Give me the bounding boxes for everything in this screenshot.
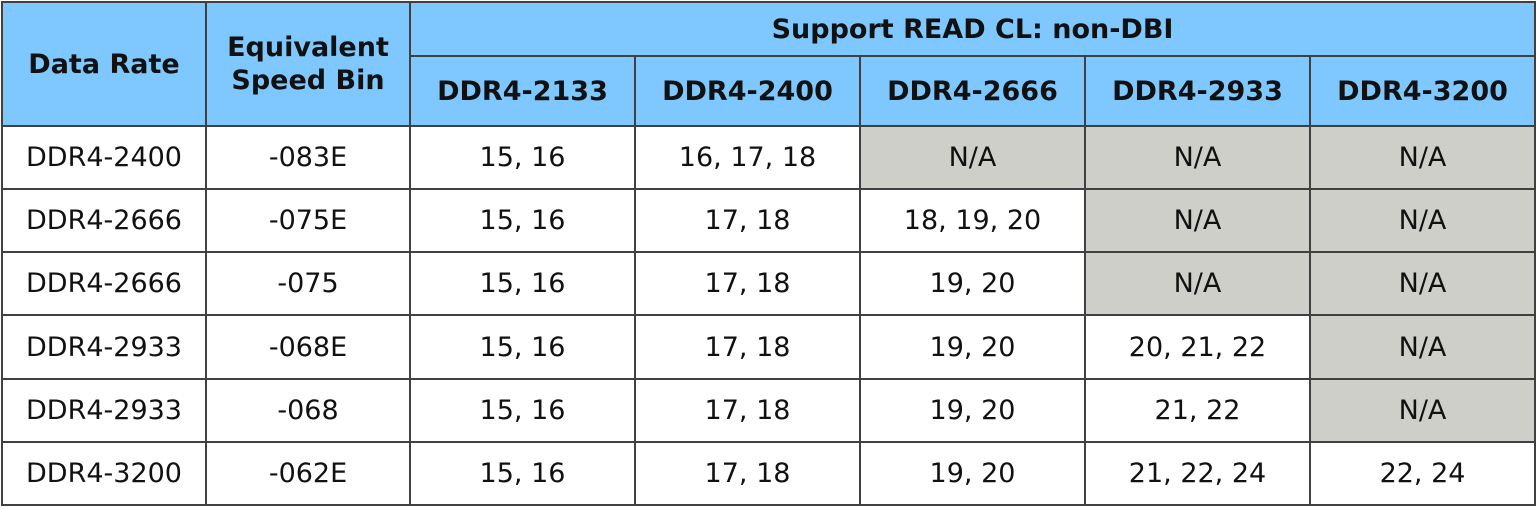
header-speed-bin-line2: Speed Bin	[231, 65, 385, 96]
header-speed-bin-line1: Equivalent	[227, 32, 389, 63]
cell-speed-bin: -068E	[205, 314, 411, 380]
cell-na: N/A	[1084, 251, 1311, 317]
header-col-ddr4-3200: DDR4-3200	[1308, 55, 1536, 127]
cell-data-rate: DDR4-2666	[1, 188, 207, 254]
cell-cl: 15, 16	[409, 188, 636, 254]
cell-cl: 17, 18	[634, 251, 861, 317]
cell-cl: 17, 18	[634, 440, 861, 507]
cell-cl: 21, 22, 24	[1084, 440, 1311, 507]
cell-na: N/A	[1084, 124, 1311, 191]
cell-na: N/A	[1308, 124, 1536, 191]
cell-cl: 17, 18	[634, 188, 861, 254]
table-row: DDR4-2933 -068E 15, 16 17, 18 19, 20 20,…	[1, 314, 1536, 380]
cell-cl: 17, 18	[634, 377, 861, 443]
header-col-ddr4-2400: DDR4-2400	[634, 55, 861, 127]
cell-speed-bin: -083E	[205, 124, 411, 191]
cell-cl: 15, 16	[409, 314, 636, 380]
cell-cl: 15, 16	[409, 377, 636, 443]
cell-cl: 19, 20	[859, 314, 1086, 380]
cell-na: N/A	[1084, 188, 1311, 254]
cell-cl: 19, 20	[859, 251, 1086, 317]
cell-cl: 21, 22	[1084, 377, 1311, 443]
cell-cl: 18, 19, 20	[859, 188, 1086, 254]
cell-na: N/A	[859, 124, 1086, 191]
cell-na: N/A	[1308, 377, 1536, 443]
table-row: DDR4-2666 -075 15, 16 17, 18 19, 20 N/A …	[1, 251, 1536, 317]
cell-speed-bin: -075	[205, 251, 411, 317]
cell-cl: 17, 18	[634, 314, 861, 380]
cell-cl: 19, 20	[859, 377, 1086, 443]
table-row: DDR4-2666 -075E 15, 16 17, 18 18, 19, 20…	[1, 188, 1536, 254]
header-col-ddr4-2133: DDR4-2133	[409, 55, 636, 127]
cell-na: N/A	[1308, 314, 1536, 380]
header-row-1: Data Rate Equivalent Speed Bin Support R…	[1, 1, 1536, 127]
cell-data-rate: DDR4-2933	[1, 377, 207, 443]
cell-data-rate: DDR4-2933	[1, 314, 207, 380]
cell-data-rate: DDR4-3200	[1, 440, 207, 507]
cell-na: N/A	[1308, 251, 1536, 317]
cell-data-rate: DDR4-2400	[1, 124, 207, 191]
cell-na: N/A	[1308, 188, 1536, 254]
header-speed-bin: Equivalent Speed Bin	[205, 1, 411, 127]
header-col-ddr4-2666: DDR4-2666	[859, 55, 1086, 127]
cell-cl: 15, 16	[409, 440, 636, 507]
cell-speed-bin: -068	[205, 377, 411, 443]
cell-cl: 15, 16	[409, 124, 636, 191]
table-row: DDR4-2933 -068 15, 16 17, 18 19, 20 21, …	[1, 377, 1536, 443]
table-row: DDR4-2400 -083E 15, 16 16, 17, 18 N/A N/…	[1, 124, 1536, 191]
cell-data-rate: DDR4-2666	[1, 251, 207, 317]
header-support-read-cl: Support READ CL: non-DBI	[408, 1, 1536, 57]
cell-cl: 20, 21, 22	[1084, 314, 1311, 380]
cell-speed-bin: -075E	[205, 188, 411, 254]
cell-cl: 19, 20	[859, 440, 1086, 507]
cell-cl: 22, 24	[1308, 440, 1536, 507]
cell-cl: 15, 16	[409, 251, 636, 317]
header-col-ddr4-2933: DDR4-2933	[1084, 55, 1311, 127]
header-row-2: DDR4-2133 DDR4-2400 DDR4-2666 DDR4-2933 …	[2, 55, 1536, 127]
cell-cl: 16, 17, 18	[634, 124, 861, 191]
header-data-rate: Data Rate	[1, 1, 207, 127]
cell-speed-bin: -062E	[205, 440, 411, 507]
table-row: DDR4-3200 -062E 15, 16 17, 18 19, 20 21,…	[1, 440, 1536, 507]
